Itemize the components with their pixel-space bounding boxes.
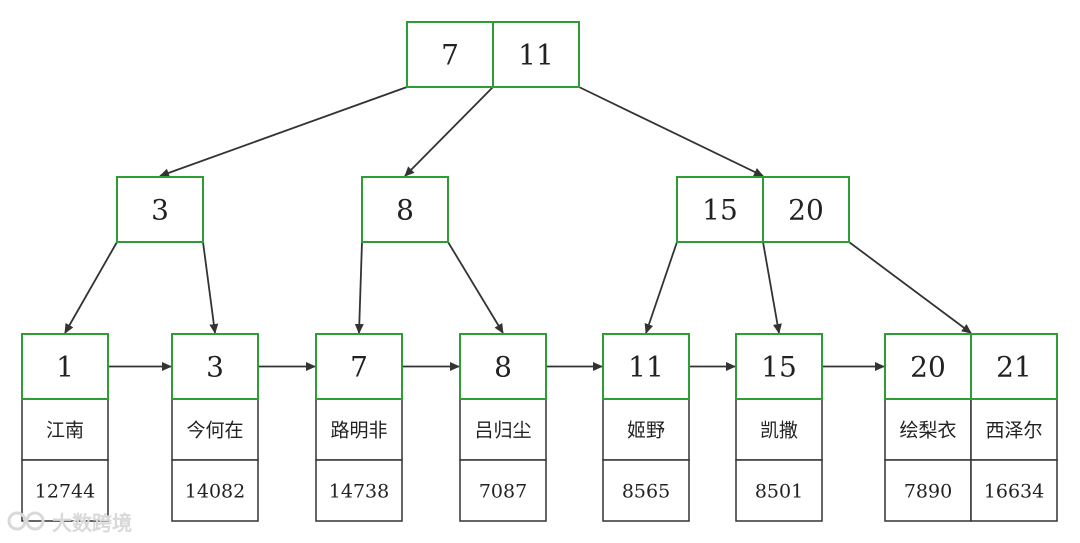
- value-cell: [735, 459, 823, 522]
- tree-edge-n8-leaf7: [354, 241, 364, 334]
- key-label: 15: [761, 351, 797, 384]
- watermark: 大数跨境: [7, 511, 132, 535]
- key-cell: [406, 21, 494, 88]
- record-name: 凯撒: [760, 420, 798, 442]
- record-name: 江南: [46, 420, 84, 442]
- record-value: 8501: [755, 481, 803, 503]
- leaf-node-leaf7: 7 路明非 14738: [315, 333, 403, 522]
- leaf-node-leaf15: 15 凯撒 8501: [735, 333, 823, 522]
- record-name: 今何在: [186, 420, 243, 442]
- record-name: 姬野: [627, 420, 665, 442]
- key-cell: [970, 333, 1058, 400]
- key-cell: [735, 333, 823, 400]
- key-cell: [116, 176, 204, 243]
- key-cell: [21, 333, 109, 400]
- value-cell: [315, 459, 403, 522]
- leaf-node-leaf11: 11 姬野 8565: [602, 333, 690, 522]
- tree-edge-root-n3: [159, 86, 408, 178]
- key-cell: [492, 21, 580, 88]
- record-value: 7087: [479, 481, 527, 503]
- key-label: 15: [702, 194, 738, 227]
- leaf-node-leaf3: 3 今何在 14082: [171, 333, 259, 522]
- key-label: 20: [788, 194, 824, 227]
- key-label: 7: [441, 39, 459, 72]
- value-cell: [884, 459, 972, 522]
- key-cell: [602, 333, 690, 400]
- tree-edge-n15-leaf15: [762, 241, 782, 334]
- name-cell: [602, 398, 690, 461]
- value-cell: [602, 459, 690, 522]
- value-cell: [171, 459, 259, 522]
- name-cell: [315, 398, 403, 461]
- tree-edge-n3-leaf3: [202, 241, 219, 334]
- tree-edge-n15-leaf11: [644, 241, 678, 334]
- edges-layer: [64, 86, 972, 371]
- key-cell: [676, 176, 764, 243]
- name-cell: [459, 398, 547, 461]
- key-cell: [361, 176, 449, 243]
- record-name: 路明非: [330, 420, 387, 442]
- tree-edge-n3-leaf1: [64, 241, 118, 334]
- leaf-node-leaf8: 8 吕归尘 7087: [459, 333, 547, 522]
- name-cell: [171, 398, 259, 461]
- record-name: 吕归尘: [474, 420, 531, 442]
- key-cell: [762, 176, 850, 243]
- key-label: 8: [396, 194, 414, 227]
- leaf-node-leaf1: 1 江南 12744: [21, 333, 109, 522]
- internal-node-root: 7 11: [406, 21, 580, 88]
- watermark-text: 大数跨境: [52, 511, 132, 535]
- leaf-node-leaf20: 20 绘梨衣 7890 21 西泽尔 16634: [884, 333, 1058, 522]
- key-cell: [315, 333, 403, 400]
- key-label: 1: [56, 351, 74, 384]
- record-value: 14738: [329, 481, 389, 503]
- tree-edge-root-n15: [578, 86, 764, 177]
- key-label: 11: [628, 351, 664, 384]
- internal-node-n3: 3: [116, 176, 204, 243]
- value-cell: [21, 459, 109, 522]
- internal-node-n8: 8: [361, 176, 449, 243]
- record-value: 16634: [984, 481, 1044, 503]
- record-name: 绘梨衣: [899, 420, 956, 442]
- key-cell: [171, 333, 259, 400]
- key-label: 3: [206, 351, 224, 384]
- record-value: 14082: [185, 481, 245, 503]
- tree-edge-n15-leaf20: [848, 241, 972, 334]
- brand-logo-icon: [7, 511, 45, 531]
- key-label: 20: [910, 351, 946, 384]
- record-value: 7890: [904, 481, 952, 503]
- value-cell: [459, 459, 547, 522]
- tree-edge-n8-leaf8: [447, 241, 504, 334]
- record-name: 西泽尔: [985, 420, 1042, 442]
- value-cell: [970, 459, 1058, 522]
- key-cell: [459, 333, 547, 400]
- record-value: 8565: [622, 481, 670, 503]
- key-label: 21: [996, 351, 1032, 384]
- record-value: 12744: [35, 481, 95, 503]
- key-label: 8: [494, 351, 512, 384]
- key-label: 7: [350, 351, 368, 384]
- key-label: 11: [518, 39, 554, 72]
- key-label: 3: [151, 194, 169, 227]
- name-cell: [970, 398, 1058, 461]
- tree-edge-root-n8: [404, 86, 494, 177]
- key-cell: [884, 333, 972, 400]
